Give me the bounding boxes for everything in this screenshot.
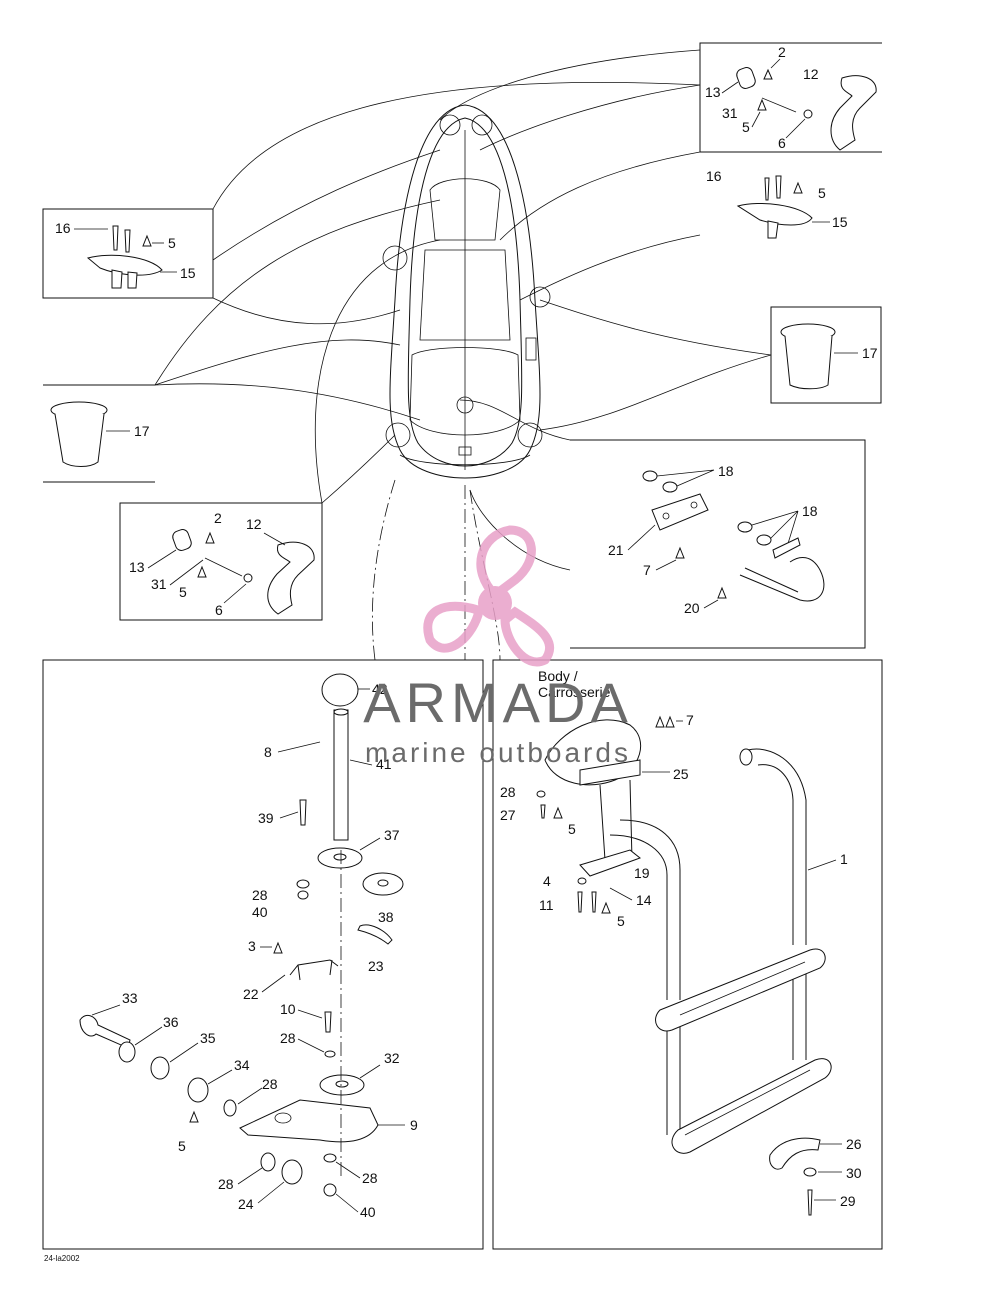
box-bottom-left-handle — [119, 502, 323, 621]
callout-40: 40 — [360, 1204, 376, 1220]
box-ski-pylon — [42, 659, 484, 1250]
propeller-logo — [423, 525, 555, 667]
callout-5: 5 — [168, 235, 176, 251]
box-eye-bolt — [570, 439, 866, 649]
callout-5: 5 — [568, 821, 576, 837]
watermark-tagline: marine outboards — [365, 737, 631, 768]
detail-boxes — [42, 42, 883, 1250]
callout-5: 5 — [818, 185, 826, 201]
callout-5: 5 — [179, 584, 187, 600]
callout-37: 37 — [384, 827, 400, 843]
callout-25: 25 — [673, 766, 689, 782]
callout-20: 20 — [684, 600, 700, 616]
callout-16: 16 — [706, 168, 722, 184]
callout-39: 39 — [258, 810, 274, 826]
callout-6: 6 — [215, 602, 223, 618]
callout-30: 30 — [846, 1165, 862, 1181]
callout-8: 8 — [264, 744, 272, 760]
cleat-group-left: 16 5 15 — [55, 220, 196, 289]
callout-32: 32 — [384, 1050, 400, 1066]
callout-31: 31 — [722, 105, 738, 121]
callout-13: 13 — [129, 559, 145, 575]
box-ladder — [492, 659, 883, 1250]
armada-watermark: ARMADA marine outboards — [363, 525, 633, 768]
watermark-brand: ARMADA — [363, 671, 633, 734]
callout-14: 14 — [636, 892, 652, 908]
ski-pylon-group: 42 8 41 39 37 28 40 38 23 3 22 10 28 — [79, 673, 418, 1220]
callout-1: 1 — [840, 851, 848, 867]
callout-17: 17 — [134, 423, 150, 439]
callout-18: 18 — [802, 503, 818, 519]
callout-28: 28 — [362, 1170, 378, 1186]
callout-5: 5 — [617, 913, 625, 929]
callout-16: 16 — [55, 220, 71, 236]
callout-21: 21 — [608, 542, 624, 558]
callout-2: 2 — [778, 44, 786, 60]
callout-23: 23 — [368, 958, 384, 974]
callout-12: 12 — [246, 516, 262, 532]
callout-29: 29 — [840, 1193, 856, 1209]
callout-28: 28 — [252, 887, 268, 903]
callout-17: 17 — [862, 345, 878, 361]
callout-11: 11 — [539, 897, 554, 913]
boat-hull — [382, 104, 551, 479]
callout-13: 13 — [705, 84, 721, 100]
callout-5: 5 — [742, 119, 750, 135]
callout-28: 28 — [218, 1176, 234, 1192]
callout-12: 12 — [803, 66, 819, 82]
boarding-ladder-group: Body / Carrosserie 7 25 28 27 5 19 4 14 … — [500, 668, 862, 1216]
callout-18: 18 — [718, 463, 734, 479]
callout-34: 34 — [234, 1057, 250, 1073]
callout-33: 33 — [122, 990, 138, 1006]
callout-4: 4 — [543, 873, 551, 889]
callout-22: 22 — [243, 986, 259, 1002]
box-left-cup — [43, 384, 155, 483]
callout-7: 7 — [643, 562, 651, 578]
callout-40: 40 — [252, 904, 268, 920]
leader-curves — [154, 49, 772, 571]
cup-holder-right: 17 — [780, 323, 878, 390]
callout-9: 9 — [410, 1117, 418, 1133]
callout-19: 19 — [634, 865, 650, 881]
callout-15: 15 — [180, 265, 196, 281]
handle-group-bottom-left: 2 12 13 31 5 6 — [129, 510, 315, 618]
callout-41: 41 — [376, 756, 392, 772]
callout-42: 42 — [372, 681, 388, 697]
callout-28: 28 — [500, 784, 516, 800]
cup-holder-left: 17 — [50, 401, 150, 467]
callout-2: 2 — [214, 510, 222, 526]
cleat-group-right: 16 5 15 — [706, 168, 848, 239]
callout-38: 38 — [378, 909, 394, 925]
box-left-cleat — [42, 208, 214, 299]
callout-6: 6 — [778, 135, 786, 151]
callout-5: 5 — [178, 1138, 186, 1154]
callout-7: 7 — [686, 712, 694, 728]
callout-28: 28 — [262, 1076, 278, 1092]
body-label-line2: Carrosserie — [538, 684, 611, 700]
box-top-right-handle — [699, 42, 882, 153]
callout-26: 26 — [846, 1136, 862, 1152]
callout-28: 28 — [280, 1030, 296, 1046]
figure-ref-code: 24-la2002 — [44, 1254, 80, 1263]
callout-35: 35 — [200, 1030, 216, 1046]
callout-27: 27 — [500, 807, 516, 823]
callout-31: 31 — [151, 576, 167, 592]
callout-3: 3 — [248, 938, 256, 954]
eye-bolt-group: 18 7 21 18 20 — [608, 463, 825, 616]
handle-group-top-right: 2 12 13 31 5 6 — [705, 44, 877, 151]
callout-15: 15 — [832, 214, 848, 230]
body-label-line1: Body / — [538, 668, 578, 684]
callout-10: 10 — [280, 1001, 296, 1017]
callout-24: 24 — [238, 1196, 254, 1212]
callout-36: 36 — [163, 1014, 179, 1030]
